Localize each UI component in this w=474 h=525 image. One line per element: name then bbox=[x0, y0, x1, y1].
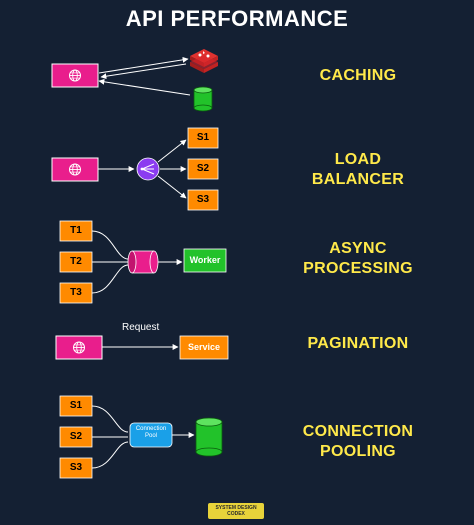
connection-pooling-section bbox=[59, 395, 223, 479]
caching-section bbox=[51, 49, 218, 112]
section-label-line: LOAD bbox=[334, 151, 382, 168]
task-label-t1: T1 bbox=[70, 225, 82, 236]
section-label-pagination: PAGINATION bbox=[273, 334, 443, 354]
section-label-async: ASYNC PROCESSING bbox=[273, 239, 443, 279]
request-label: Request bbox=[122, 322, 160, 333]
server-box-s2 bbox=[187, 158, 219, 180]
task-label-t3: T3 bbox=[70, 287, 82, 298]
brand-line1: SYSTEM DESIGN bbox=[215, 505, 257, 511]
section-label-line: PROCESSING bbox=[303, 260, 413, 277]
section-label-line: CONNECTION bbox=[302, 423, 414, 440]
brand-logo: SYSTEM DESIGN CODEX bbox=[208, 503, 264, 519]
section-label-line: CACHING bbox=[319, 67, 397, 84]
database-icon bbox=[193, 86, 213, 112]
database-icon bbox=[195, 417, 223, 457]
task-label-t2: T2 bbox=[70, 256, 82, 267]
pagination-section bbox=[55, 335, 229, 360]
server-label-s2: S2 bbox=[196, 163, 210, 174]
section-label-line: ASYNC bbox=[329, 240, 387, 257]
section-label-caching: CACHING bbox=[273, 66, 443, 86]
section-label-load-balancer: LOAD BALANCER bbox=[273, 150, 443, 190]
server-box-s3 bbox=[187, 189, 219, 211]
service-label: Service bbox=[187, 342, 221, 352]
page-title: API PERFORMANCE bbox=[125, 6, 349, 31]
connection-pool-line2: Pool bbox=[144, 433, 157, 439]
server-label-s3: S3 bbox=[196, 194, 210, 205]
section-label-connection-pooling: CONNECTION POOLING bbox=[273, 422, 443, 462]
section-label-line: PAGINATION bbox=[307, 335, 409, 352]
section-label-line: BALANCER bbox=[311, 171, 405, 188]
async-section bbox=[59, 220, 227, 304]
redis-icon bbox=[190, 49, 218, 73]
connection-pool-label: Connection Pool bbox=[130, 426, 172, 440]
brand-line2: CODEX bbox=[227, 511, 245, 517]
pool-server-label-s3: S3 bbox=[69, 462, 83, 473]
pool-server-label-s2: S2 bbox=[69, 431, 83, 442]
service-box bbox=[179, 335, 229, 360]
pool-server-label-s1: S1 bbox=[69, 400, 83, 411]
server-label-s1: S1 bbox=[196, 132, 210, 143]
server-box-s1 bbox=[187, 127, 219, 149]
worker-box bbox=[183, 248, 227, 273]
load-balancer-icon bbox=[136, 157, 160, 181]
connection-pool-line1: Connection bbox=[135, 426, 167, 432]
load-balancer-section bbox=[51, 127, 219, 211]
queue-icon bbox=[127, 250, 159, 274]
worker-label: Worker bbox=[189, 255, 221, 265]
section-label-line: POOLING bbox=[320, 443, 396, 460]
